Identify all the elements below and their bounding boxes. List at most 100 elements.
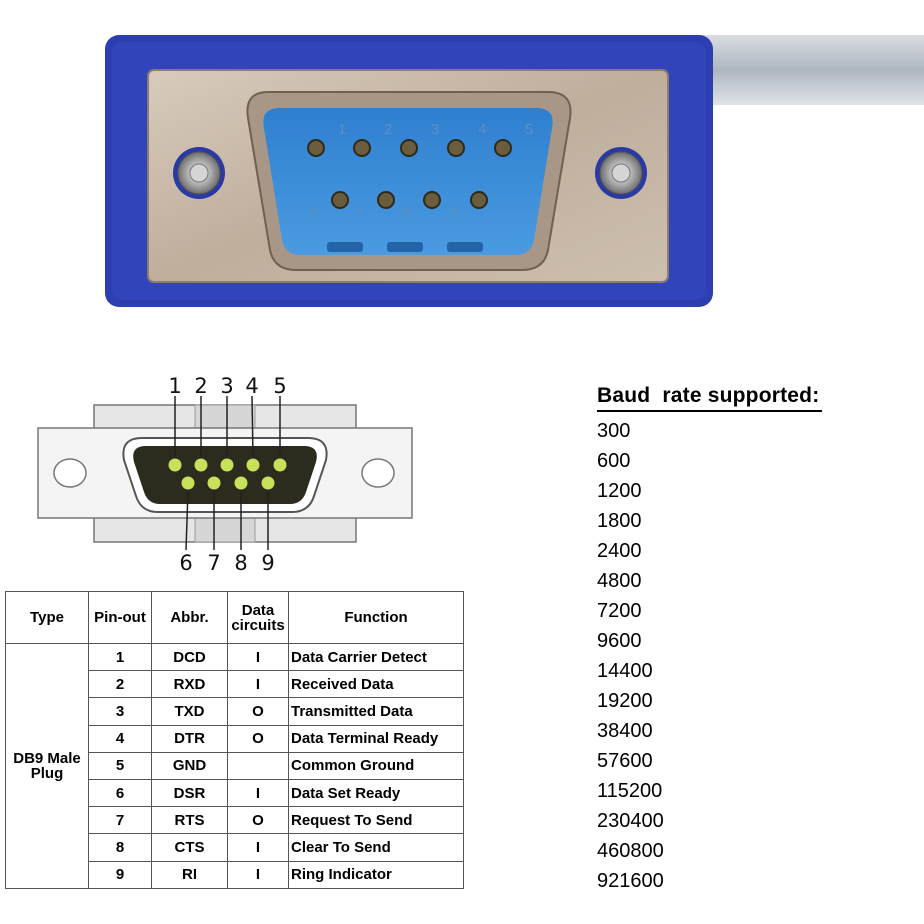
photo-pin-9 [470, 191, 488, 209]
baud-rate-item: 1800 [597, 510, 642, 532]
data-circuit-cell: I [227, 642, 289, 672]
abbr-cell: RXD [151, 670, 228, 699]
diagram-pins [168, 458, 287, 490]
abbr-cell: TXD [151, 697, 228, 726]
cable [700, 35, 924, 105]
function-cell: Common Ground [288, 751, 464, 780]
pin-leader-lines [174, 395, 281, 551]
photo-pin-label-6: 6 [310, 206, 318, 223]
d-face [133, 446, 317, 504]
data-circuit-cell: I [227, 778, 289, 808]
diagram-pin-4 [246, 458, 260, 472]
diagram-pin-label-3: 3 [220, 374, 233, 398]
header-pinout: Pin-out [88, 591, 152, 644]
diagram-pin-label-5: 5 [273, 374, 286, 398]
pin-cell: 6 [88, 778, 152, 808]
data-circuit-cell: I [227, 670, 289, 699]
abbr-cell: RI [151, 860, 228, 889]
diagram-pin-label-1: 1 [168, 374, 181, 398]
photo-pin-7 [377, 191, 395, 209]
pin-insert [263, 108, 553, 255]
photo-pin-1 [307, 139, 325, 157]
diagram-pin-label-6: 6 [179, 551, 192, 575]
baud-rate-item: 2400 [597, 540, 642, 562]
data-circuit-cell: I [227, 860, 289, 889]
left-mount-hole-icon [53, 458, 87, 488]
baud-rate-item: 57600 [597, 750, 653, 772]
pin-cell: 5 [88, 751, 152, 780]
baud-rate-item: 600 [597, 450, 631, 472]
diagram-pin-6 [181, 476, 195, 490]
baud-rate-title: Baud rate supported: [597, 384, 822, 412]
data-circuit-cell: O [227, 806, 289, 835]
diagram-pin-label-2: 2 [194, 374, 207, 398]
diagram-pin-label-4: 4 [245, 374, 258, 398]
abbr-cell: CTS [151, 833, 228, 862]
photo-pin-2 [353, 139, 371, 157]
baud-rate-item: 300 [597, 420, 631, 442]
diagram-pin-label-9: 9 [261, 551, 274, 575]
type-label-line-2: Plug [30, 764, 64, 782]
abbr-cell: DSR [151, 778, 228, 808]
photo-pin-8 [423, 191, 441, 209]
header-type: Type [5, 591, 89, 644]
function-cell: Request To Send [288, 806, 464, 835]
baud-rate-item: 4800 [597, 570, 642, 592]
diagram-pin-2 [194, 458, 208, 472]
type-label-line-1: DB9 Male [13, 749, 81, 767]
photo-pin-label-3: 3 [431, 121, 439, 138]
photo-pin-label-2: 2 [384, 121, 392, 138]
baud-rate-item: 9600 [597, 630, 642, 652]
photo-pin-5 [494, 139, 512, 157]
baud-rate-item: 460800 [597, 840, 664, 862]
function-cell: Transmitted Data [288, 697, 464, 726]
pin-cell: 8 [88, 833, 152, 862]
header-function: Function [288, 591, 464, 644]
photo-pin-label-8: 8 [402, 206, 410, 223]
header-abbr: Abbr. [151, 591, 228, 644]
photo-pin-3 [400, 139, 418, 157]
data-circuit-cell: I [227, 833, 289, 862]
photo-pin-label-7: 7 [356, 206, 364, 223]
diagram-pin-5 [273, 458, 287, 472]
diagram-pin-label-7: 7 [207, 551, 220, 575]
abbr-cell: DTR [151, 724, 228, 753]
diagram-pin-8 [234, 476, 248, 490]
function-cell: Received Data [288, 670, 464, 699]
pin-cell: 2 [88, 670, 152, 699]
pin-cell: 7 [88, 806, 152, 835]
baud-rate-item: 230400 [597, 810, 664, 832]
photo-slot [387, 242, 423, 252]
abbr-cell: GND [151, 751, 228, 780]
abbr-cell: RTS [151, 806, 228, 835]
photo-pin-label-9: 9 [449, 206, 457, 223]
header-data-circuits: Data circuits [227, 591, 289, 644]
function-cell: Ring Indicator [288, 860, 464, 889]
diagram-pin-1 [168, 458, 182, 472]
photo-pin-4 [447, 139, 465, 157]
left-screw-icon [173, 147, 225, 199]
data-circuit-cell: O [227, 697, 289, 726]
photo-slot [447, 242, 483, 252]
pin-cell: 9 [88, 860, 152, 889]
baud-rate-item: 19200 [597, 690, 653, 712]
baud-rate-item: 14400 [597, 660, 653, 682]
data-circuit-cell [227, 751, 289, 780]
pin-cell: 1 [88, 642, 152, 672]
diagram-pin-label-8: 8 [234, 551, 247, 575]
photo-slot [327, 242, 363, 252]
baud-rate-item: 115200 [597, 780, 663, 802]
baud-rate-item: 38400 [597, 720, 653, 742]
diagram-pin-3 [220, 458, 234, 472]
